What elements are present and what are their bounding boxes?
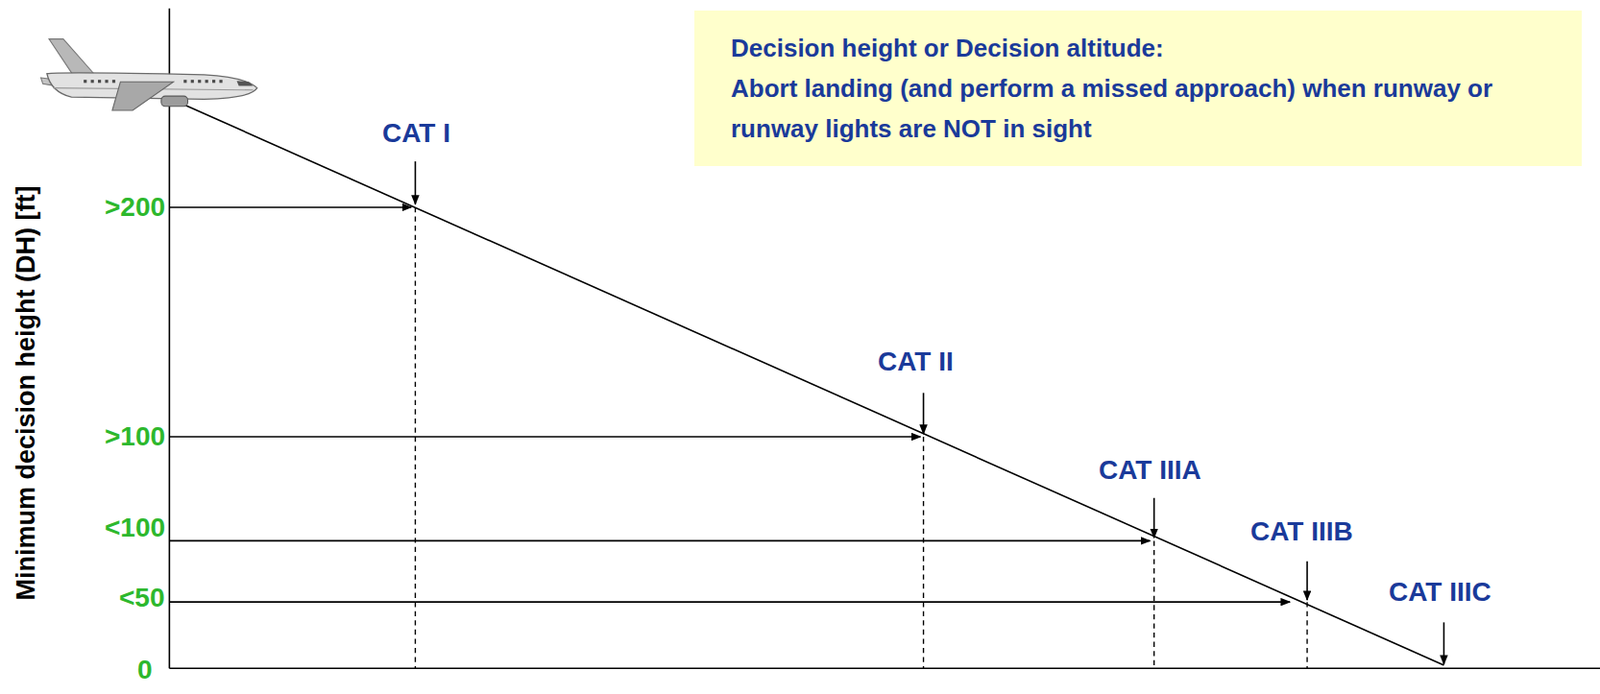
dashed-drop [922, 436, 924, 669]
x-axis [169, 667, 1600, 670]
dashed-drop [1153, 540, 1155, 669]
y-axis [169, 8, 171, 669]
category-pointer [414, 161, 417, 205]
tick-value: <100 [104, 512, 166, 544]
category-pointer [1443, 622, 1446, 665]
dashed-drop [1306, 602, 1308, 669]
note-body: Abort landing (and perform a missed appr… [730, 68, 1563, 149]
category-label: CAT IIIA [1098, 455, 1202, 486]
dashed-drop [414, 207, 416, 669]
category-label: CAT II [877, 346, 954, 378]
airliner-icon [41, 39, 258, 111]
category-label: CAT I [382, 118, 451, 149]
category-pointer [922, 392, 925, 435]
category-pointer [1153, 498, 1156, 538]
category-label: CAT IIIB [1250, 516, 1354, 548]
height-arrow [169, 601, 1290, 604]
tick-value: 0 [137, 654, 153, 686]
tick-value: <50 [119, 582, 166, 614]
note-heading: Decision height or Decision altitude: [730, 27, 1563, 69]
height-arrow [169, 436, 921, 438]
axis-title: Minimum decision height (DH) [ft] [11, 186, 42, 602]
note-box: Decision height or Decision altitude:Abo… [694, 10, 1582, 167]
tick-value: >100 [104, 421, 166, 453]
tick-value: >200 [104, 192, 166, 223]
category-pointer [1306, 561, 1309, 601]
glide-path [178, 102, 1445, 667]
height-arrow [169, 206, 412, 209]
category-label: CAT IIIC [1388, 577, 1492, 608]
height-arrow [169, 540, 1150, 543]
